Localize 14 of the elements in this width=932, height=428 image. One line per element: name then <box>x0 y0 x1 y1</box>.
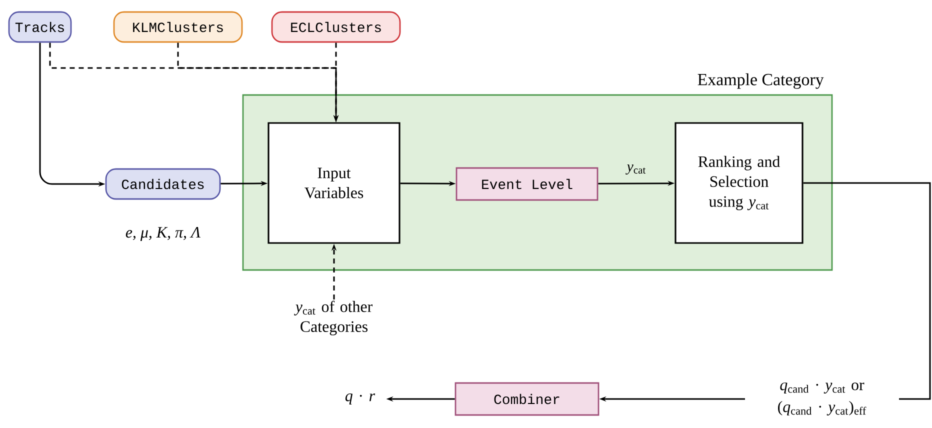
input-pill: Tracks <box>8 11 72 43</box>
process-box: Ranking and Selection using y$_{cat}$ <box>674 122 804 244</box>
process-box: Input Variables <box>268 122 400 244</box>
edge-label: y$_{cat}$ <box>626 164 646 175</box>
particle-list: e, μ, K, π, Λ <box>126 227 201 241</box>
output-text: q · r <box>345 394 376 404</box>
process-box: Combiner <box>454 382 600 416</box>
input-pill: KLMClusters <box>113 11 243 43</box>
panel-title: Example Category <box>698 73 824 89</box>
candidates-pill: Candidates <box>105 168 221 200</box>
edge-label: q$_{cand}$ · y$_{cat}$ or (q$_{cand}$ · y$_{cat}$)$_{eff}$ <box>778 382 866 416</box>
input-text: y$_{cat}$ of other Categories <box>294 300 372 336</box>
process-box: Event Level <box>456 167 598 201</box>
input-pill: ECLClusters <box>271 11 401 43</box>
